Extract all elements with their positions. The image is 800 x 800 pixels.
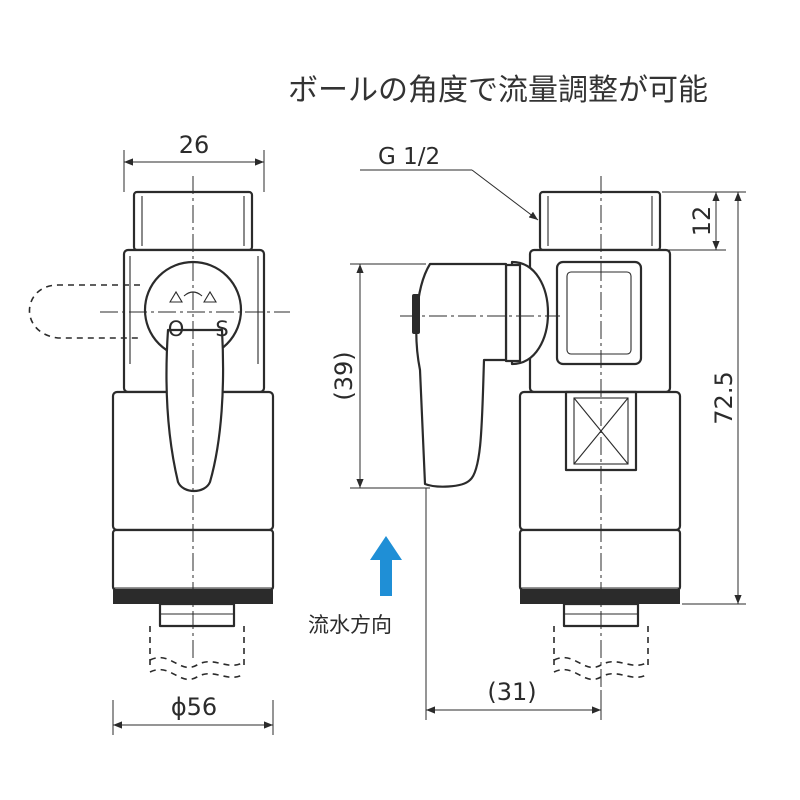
side-pipe-break-1 — [553, 656, 649, 669]
dim-offset-bottom: (31) — [487, 678, 536, 706]
front-pipe-break-1 — [149, 656, 245, 669]
dim-thread: G 1/2 — [378, 144, 440, 170]
handle-mark-open: O — [168, 317, 185, 341]
side-window-inner — [566, 271, 632, 355]
dim-total-height: 72.5 — [710, 371, 738, 424]
side-lever-tip — [412, 294, 420, 334]
front-view: O S — [28, 176, 290, 681]
side-handle-neck — [504, 263, 522, 363]
side-ring-base — [520, 590, 680, 604]
flow-direction-label: 流水方向 — [308, 613, 392, 637]
front-pipe-break-2 — [149, 668, 245, 681]
flow-direction: 流水方向 — [308, 536, 402, 637]
dim-width-top: 26 — [179, 131, 210, 159]
front-lower-nipple — [158, 602, 236, 628]
front-open-triangle-icon — [169, 290, 183, 303]
side-lower-sleeve — [518, 390, 682, 532]
side-dimensions: G 1/2 12 72.5 (39) (31) — [330, 144, 746, 720]
side-view — [400, 176, 682, 690]
dim-diameter-bottom: ϕ56 — [171, 693, 217, 721]
handle-mark-shut: S — [215, 317, 228, 341]
side-pipe-dashed — [553, 626, 649, 670]
side-wrench-flat-inner — [573, 397, 629, 465]
front-handle-alt-position — [28, 284, 140, 339]
side-window-outer — [555, 260, 643, 366]
front-pipe-dashed — [149, 626, 245, 670]
front-shut-triangle-icon — [203, 290, 217, 303]
side-lever — [415, 262, 508, 488]
side-valve-body — [528, 248, 672, 394]
side-coupling-ring — [518, 528, 682, 592]
front-dimensions: 26 ϕ56 — [112, 131, 274, 735]
page-heading: ボールの角度で流量調整が可能 — [288, 73, 708, 108]
side-top-nut — [538, 190, 662, 252]
dim-thread-height: 12 — [688, 206, 716, 237]
thread-leader-arrow — [471, 169, 539, 221]
dim-handle-height: (39) — [330, 351, 358, 400]
flow-arrow-icon — [370, 536, 402, 596]
front-lever — [165, 328, 225, 493]
